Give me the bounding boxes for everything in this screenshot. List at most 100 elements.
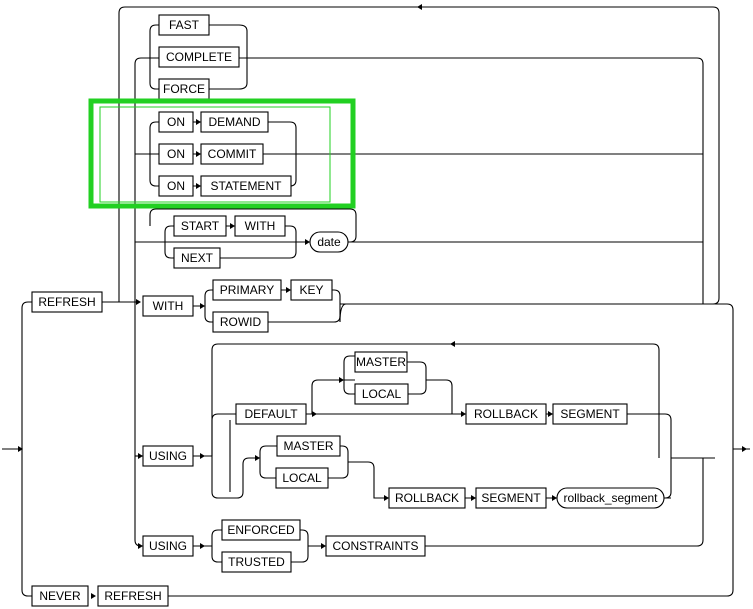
svg-text:START: START (181, 219, 220, 233)
arrow-right-icon (196, 183, 201, 189)
svg-text:rollback_segment: rollback_segment (563, 491, 658, 505)
arrow-right-icon (255, 455, 260, 461)
svg-text:WITH: WITH (153, 299, 184, 313)
arrow-right-icon (138, 453, 143, 459)
svg-text:ENFORCED: ENFORCED (227, 523, 295, 537)
keyword-complete: COMPLETE (158, 46, 240, 68)
keyword-segment: SEGMENT (475, 487, 547, 509)
arrow-right-icon (200, 543, 205, 549)
keyword-commit: COMMIT (200, 143, 264, 165)
arrowheads (18, 4, 747, 599)
arrow-left-icon (450, 341, 455, 347)
svg-text:ON: ON (167, 115, 185, 129)
arrow-right-icon (384, 495, 389, 501)
arrow-right-icon (91, 593, 96, 599)
svg-text:ROLLBACK: ROLLBACK (395, 491, 459, 505)
keyword-on: ON (158, 143, 194, 165)
keyword-next: NEXT (173, 247, 221, 269)
keyword-local: LOCAL (275, 467, 329, 489)
svg-text:ROWID: ROWID (220, 315, 262, 329)
svg-text:SEGMENT: SEGMENT (560, 407, 620, 421)
svg-text:SEGMENT: SEGMENT (481, 491, 541, 505)
keyword-demand: DEMAND (200, 111, 269, 133)
keyword-statement: STATEMENT (200, 175, 292, 197)
keyword-with: WITH (142, 295, 194, 317)
arrow-right-icon (136, 299, 141, 305)
keyword-on: ON (158, 111, 194, 133)
keyword-local: LOCAL (354, 383, 409, 405)
arrow-right-icon (548, 411, 553, 417)
keyword-refresh: REFRESH (31, 291, 103, 313)
keyword-on: ON (158, 175, 194, 197)
svg-text:FORCE: FORCE (163, 82, 205, 96)
keyword-using: USING (142, 445, 194, 467)
keyword-refresh: REFRESH (97, 585, 169, 607)
svg-text:REFRESH: REFRESH (104, 589, 161, 603)
arrow-right-icon (18, 446, 23, 452)
arrow-right-icon (230, 223, 235, 229)
arrow-left-icon (417, 4, 422, 10)
svg-text:STATEMENT: STATEMENT (211, 179, 283, 193)
keyword-start: START (173, 215, 227, 237)
svg-text:TRUSTED: TRUSTED (228, 555, 285, 569)
highlight-box (88, 98, 356, 209)
svg-text:WITH: WITH (245, 219, 276, 233)
arrow-right-icon (461, 411, 466, 417)
svg-text:REFRESH: REFRESH (38, 295, 95, 309)
svg-text:ROLLBACK: ROLLBACK (474, 407, 538, 421)
arrow-right-icon (196, 151, 201, 157)
svg-text:DEFAULT: DEFAULT (244, 407, 298, 421)
keyword-enforced: ENFORCED (221, 519, 301, 541)
svg-text:CONSTRAINTS: CONSTRAINTS (332, 539, 418, 553)
parameter-rollback-segment: rollback_segment (556, 487, 665, 509)
svg-text:FAST: FAST (169, 18, 200, 32)
svg-text:MASTER: MASTER (283, 439, 333, 453)
keyword-with: WITH (234, 215, 286, 237)
svg-text:MASTER: MASTER (356, 355, 406, 369)
keyword-never: NEVER (31, 585, 89, 607)
keyword-constraints: CONSTRAINTS (325, 535, 426, 557)
arrow-right-icon (200, 453, 205, 459)
svg-text:ON: ON (167, 179, 185, 193)
arrow-right-icon (138, 543, 143, 549)
svg-text:COMPLETE: COMPLETE (166, 50, 232, 64)
keyword-master: MASTER (276, 435, 341, 457)
connector-lines (2, 6, 750, 597)
arrow-right-icon (339, 377, 344, 383)
svg-text:NEXT: NEXT (181, 251, 214, 265)
arrow-right-icon (742, 446, 747, 452)
svg-text:ON: ON (167, 147, 185, 161)
svg-text:LOCAL: LOCAL (282, 471, 322, 485)
arrow-right-icon (200, 303, 205, 309)
svg-text:USING: USING (149, 449, 187, 463)
svg-text:COMMIT: COMMIT (208, 147, 257, 161)
keyword-using: USING (142, 535, 194, 557)
parameter-date: date (309, 231, 349, 253)
keyword-key: KEY (290, 279, 333, 301)
svg-text:date: date (317, 235, 341, 249)
arrow-right-icon (286, 287, 291, 293)
keyword-rollback: ROLLBACK (388, 487, 466, 509)
keyword-segment: SEGMENT (552, 403, 628, 425)
svg-text:KEY: KEY (299, 283, 323, 297)
keyword-fast: FAST (158, 14, 210, 36)
arrow-right-icon (552, 495, 557, 501)
keyword-force: FORCE (158, 78, 210, 100)
keyword-default: DEFAULT (235, 403, 307, 425)
svg-text:DEMAND: DEMAND (208, 115, 260, 129)
arrow-right-icon (471, 495, 476, 501)
keyword-rowid: ROWID (212, 311, 269, 333)
keyword-primary: PRIMARY (212, 279, 282, 301)
svg-text:LOCAL: LOCAL (362, 387, 402, 401)
arrow-right-icon (321, 543, 326, 549)
svg-text:PRIMARY: PRIMARY (220, 283, 274, 297)
keyword-rollback: ROLLBACK (465, 403, 547, 425)
arrow-right-icon (305, 239, 310, 245)
svg-text:USING: USING (149, 539, 187, 553)
arrow-right-icon (196, 119, 201, 125)
svg-text:NEVER: NEVER (39, 589, 81, 603)
keyword-master: MASTER (354, 351, 408, 373)
keyword-trusted: TRUSTED (221, 551, 292, 573)
arrow-right-icon (312, 411, 317, 417)
